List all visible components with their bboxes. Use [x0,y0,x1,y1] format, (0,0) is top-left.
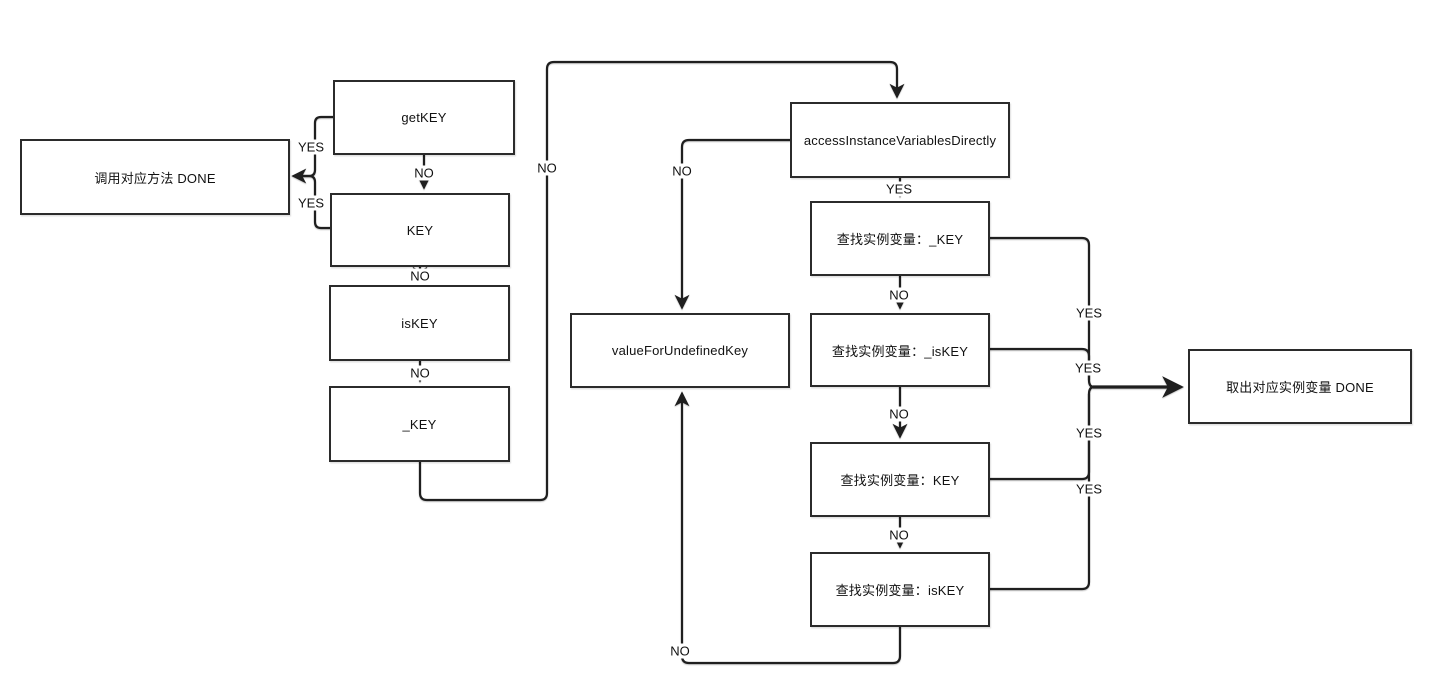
node-is-key: isKEY [329,285,510,361]
edge-label-accessivd-no: NO [669,163,695,179]
edge-label-find-underscore-key-no: NO [886,287,912,303]
node-key: KEY [330,193,510,267]
edge-label-key-yes: YES [294,195,328,211]
edge-label-find-underscore-iskey-yes: YES [1071,360,1105,376]
edge-label-underscore-key-no: NO [534,160,560,176]
edge-label-iskey-no: NO [407,365,433,381]
node-find-ivar-underscore-is-key: 查找实例变量：_isKEY [810,313,990,387]
node-get-key: getKEY [333,80,515,155]
node-find-ivar-is-key: 查找实例变量：isKEY [810,552,990,627]
node-underscore-key: _KEY [329,386,510,462]
edge-label-find-iskey-yes: YES [1072,481,1106,497]
edge-label-find-underscore-iskey-no: NO [886,406,912,422]
node-find-ivar-underscore-key: 查找实例变量：_KEY [810,201,990,276]
edge-label-getkey-yes: YES [294,139,328,155]
node-access-instance-variables-directly: accessInstanceVariablesDirectly [790,102,1010,178]
edge-label-find-underscore-key-yes: YES [1072,305,1106,321]
edge-label-key-no: NO [407,268,433,284]
edge-label-find-iskey-no: NO [667,643,693,659]
node-find-ivar-key: 查找实例变量：KEY [810,442,990,517]
edge-label-accessivd-yes: YES [882,181,916,197]
edge-label-getkey-no: NO [411,165,437,181]
node-call-method-done: 调用对应方法 DONE [20,139,290,215]
edge-label-find-key-no: NO [886,527,912,543]
node-value-for-undefined-key: valueForUndefinedKey [570,313,790,388]
node-fetch-ivar-done: 取出对应实例变量 DONE [1188,349,1412,424]
edge-label-find-key-yes: YES [1072,425,1106,441]
